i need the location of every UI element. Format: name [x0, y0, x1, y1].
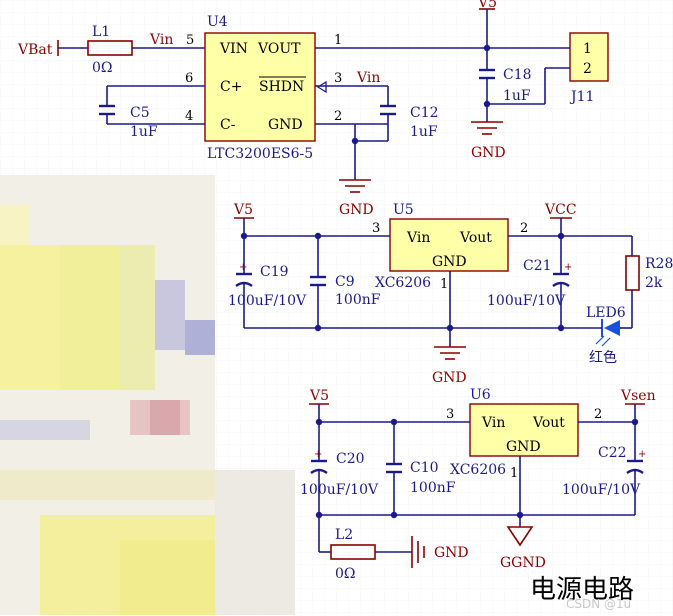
upper-section: VBat L1 0Ω Vin U4 LTC3200ES6-5 VIN VOUT …: [17, 0, 609, 218]
svg-text:+: +: [638, 449, 646, 460]
j11-connector: [569, 32, 609, 82]
c18-ref: C18: [503, 67, 532, 83]
u4-chip: [204, 32, 316, 142]
u5-pin-gnd: GND: [432, 254, 467, 270]
vin-net-label-2: Vin: [356, 70, 380, 86]
led6-ref: LED6: [586, 305, 626, 321]
u4-n1: 1: [334, 33, 342, 48]
watermark: CSDN @1u: [566, 597, 631, 611]
u4-ref: U4: [207, 14, 228, 30]
r28-ref: R28: [645, 256, 673, 272]
u5-chip: [389, 218, 509, 272]
u4-pin-vout: VOUT: [257, 41, 301, 57]
j11-pin2: 2: [583, 61, 592, 77]
u6-part: XC6206: [450, 462, 506, 478]
blurred-region: [0, 175, 295, 615]
c22-value: 100uF/10V: [562, 482, 641, 498]
lower-section: V5 3 + C20 100uF/10V C10 100nF U6 Vin Vo…: [300, 387, 656, 582]
c18-value: 1uF: [503, 88, 531, 104]
c21-ref: C21: [523, 258, 552, 274]
svg-text:+: +: [239, 262, 247, 273]
c20-ref: C20: [336, 451, 365, 467]
u5-n2: 2: [520, 221, 528, 236]
vin-net-label: Vin: [149, 32, 173, 48]
led6-color: 红色: [589, 349, 617, 366]
u4-n6: 6: [185, 71, 193, 86]
u4-pin-vin: VIN: [219, 41, 248, 57]
gnd-middle-label: GND: [432, 370, 467, 386]
u4-n2: 2: [334, 109, 342, 124]
u5-pin-vin: Vin: [406, 230, 430, 246]
u6-pin-gnd: GND: [506, 439, 541, 455]
c5-value: 1uF: [130, 124, 158, 140]
u4-pin-shdn: SHDN: [259, 79, 304, 95]
c12-ref: C12: [410, 105, 439, 121]
u5-n1: 1: [440, 277, 448, 292]
svg-text:+: +: [314, 449, 322, 460]
c22-ref: C22: [598, 445, 627, 461]
l1-ref: L1: [92, 24, 110, 40]
v5-top-label: V5: [477, 0, 497, 11]
u5-ref: U5: [393, 202, 414, 218]
u4-pin-cminus: C-: [220, 117, 236, 133]
u5-n3: 3: [372, 221, 380, 236]
j11-pin1: 1: [583, 41, 592, 57]
u4-n4: 4: [185, 109, 193, 124]
u6-n3: 3: [446, 407, 454, 422]
r28-value: 2k: [645, 275, 663, 291]
u5-part: XC6206: [375, 275, 431, 291]
v5-lower-label: V5: [309, 388, 329, 404]
c9-ref: C9: [335, 274, 355, 290]
vbat-label: VBat: [17, 42, 53, 58]
page-title: 电源电路: [530, 575, 634, 605]
u4-pin-gnd: GND: [268, 117, 303, 133]
c20-value: 100uF/10V: [300, 482, 379, 498]
l2-value: 0Ω: [335, 566, 356, 582]
l2-ref: L2: [335, 527, 353, 543]
c19-ref: C19: [260, 264, 289, 280]
gnd-l2-label: GND: [434, 545, 469, 561]
vcc-label: VCC: [544, 202, 577, 218]
u6-ref: U6: [470, 387, 491, 403]
c9-value: 100nF: [335, 292, 381, 308]
u4-n3: 3: [334, 71, 342, 86]
u6-pin-vout: Vout: [532, 415, 565, 431]
u5-pin-vout: Vout: [459, 230, 492, 246]
middle-section: V5 3 + C19 100uF/10V C9 100nF U5 Vin Vou…: [228, 202, 673, 386]
u6-n2: 2: [594, 407, 602, 422]
j11-ref: J11: [569, 89, 594, 105]
u6-chip: [469, 403, 579, 457]
v5-middle-label: V5: [233, 202, 253, 218]
c19-value: 100uF/10V: [228, 293, 307, 309]
c12-value: 1uF: [410, 124, 438, 140]
l1-value: 0Ω: [92, 60, 113, 76]
u6-pin-vin: Vin: [481, 415, 505, 431]
u4-part: LTC3200ES6-5: [207, 146, 313, 162]
c5-ref: C5: [130, 105, 150, 121]
led6-icon: [604, 320, 620, 336]
c10-value: 100nF: [410, 480, 456, 496]
ggnd-label: GGND: [500, 555, 546, 571]
gnd-u4-label: GND: [339, 202, 374, 218]
vsen-label: Vsen: [620, 388, 656, 404]
gnd-top-right-label: GND: [471, 145, 506, 161]
c21-value: 100uF/10V: [487, 293, 566, 309]
u4-pin-cplus: C+: [220, 79, 242, 95]
svg-text:+: +: [564, 262, 572, 273]
u4-n5: 5: [186, 33, 194, 48]
u6-n1: 1: [510, 466, 518, 481]
c10-ref: C10: [410, 460, 439, 476]
